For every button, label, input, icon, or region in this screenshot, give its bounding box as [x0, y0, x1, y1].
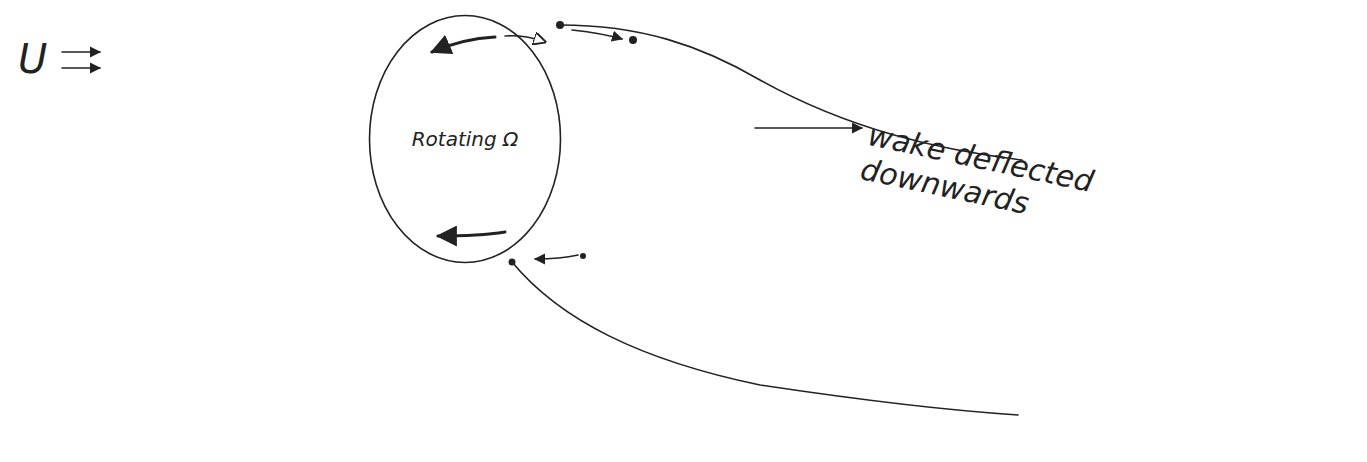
boundary-layer-arrow	[535, 255, 578, 259]
node-label: Rotating Ω	[412, 126, 519, 152]
separation-point	[556, 21, 564, 29]
rotation-arrow	[438, 232, 505, 236]
velocity-label: U	[18, 36, 58, 82]
separation-point	[509, 259, 516, 266]
rotation-arrow	[432, 37, 495, 52]
separation-point	[629, 36, 637, 44]
cylinder-outline	[370, 16, 561, 263]
wake-arrow	[755, 127, 862, 129]
wake-boundary	[512, 262, 1018, 415]
rotation-arrow	[505, 36, 545, 42]
cylinder: Rotating Ω	[368, 14, 562, 264]
boundary-layer-arrow	[572, 30, 622, 39]
wake-note: wake deflected downwards	[858, 118, 1107, 235]
flow-arrow	[62, 51, 100, 53]
separation-point	[580, 253, 586, 259]
flow-arrow	[62, 67, 100, 69]
